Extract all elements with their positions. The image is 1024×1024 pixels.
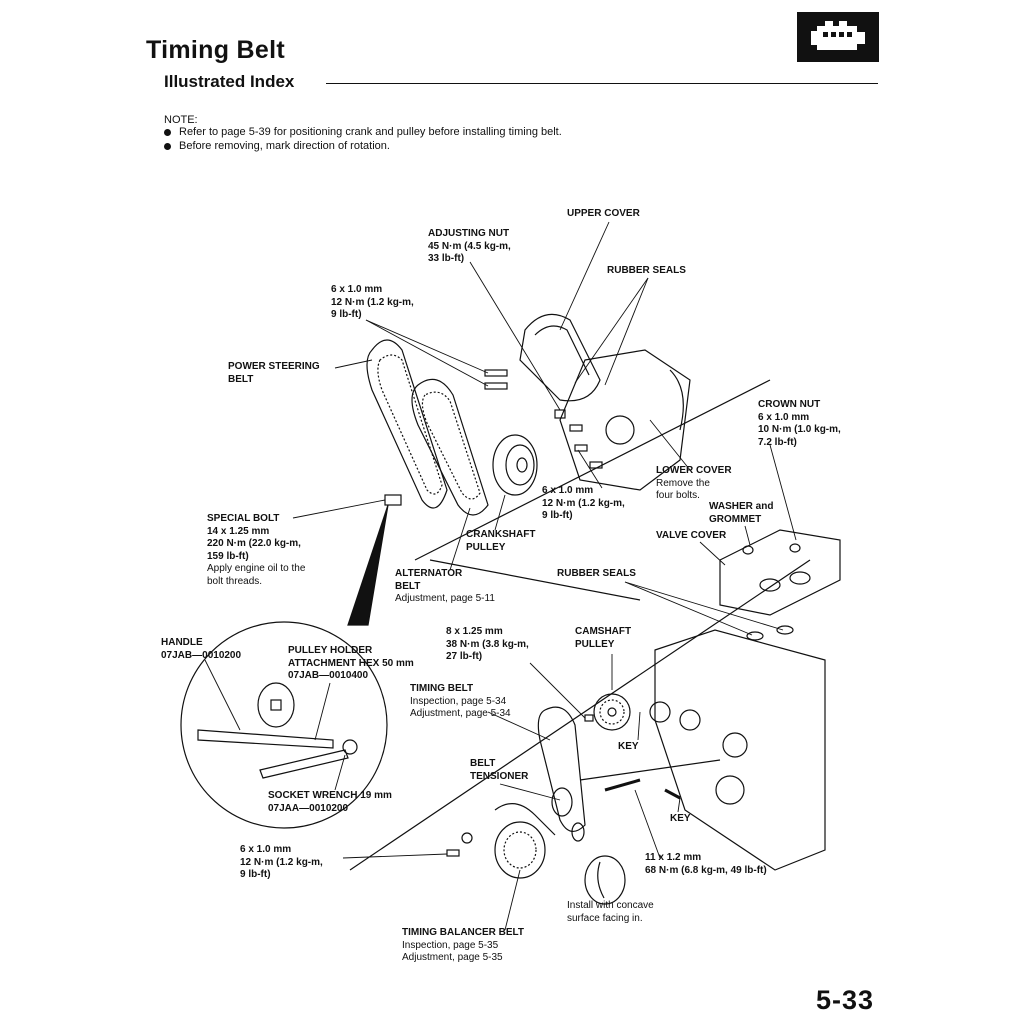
handle-tool bbox=[197, 729, 334, 749]
leader-line bbox=[314, 682, 331, 741]
leader-line bbox=[744, 525, 751, 546]
valve-cover bbox=[719, 529, 841, 616]
leader-line bbox=[624, 581, 753, 636]
concave-washer-detail bbox=[584, 855, 626, 905]
upper-cover bbox=[519, 313, 601, 402]
cover-seal-ring bbox=[605, 415, 635, 445]
note-item: Refer to page 5-39 for positioning crank… bbox=[164, 126, 562, 138]
camshaft-pulley bbox=[593, 693, 631, 731]
power-steering-belt bbox=[366, 339, 448, 509]
page-subtitle: Illustrated Index bbox=[164, 72, 295, 91]
label-rubber-seals-top: RUBBER SEALS bbox=[607, 265, 686, 276]
leader-line bbox=[499, 783, 561, 801]
pulley-holder bbox=[257, 682, 295, 728]
crankshaft-pulley bbox=[492, 434, 538, 496]
leader-line bbox=[292, 499, 386, 519]
bolt bbox=[446, 849, 460, 857]
leader-line bbox=[204, 659, 241, 731]
detail-pointer bbox=[347, 504, 389, 626]
leader-line bbox=[637, 711, 641, 741]
leader-line bbox=[529, 662, 586, 719]
leader-line bbox=[577, 449, 603, 489]
washer-grommet bbox=[742, 545, 754, 555]
timing-belt bbox=[537, 706, 586, 832]
leader-line bbox=[624, 581, 784, 631]
bullet-icon bbox=[164, 128, 171, 136]
bolt bbox=[584, 714, 594, 722]
special-bolt bbox=[384, 494, 402, 506]
crank-bolt bbox=[604, 778, 641, 792]
header-rule bbox=[326, 83, 878, 84]
leader-line bbox=[677, 797, 681, 813]
engine-block bbox=[654, 629, 826, 871]
rubber-seal bbox=[746, 631, 764, 641]
bolt bbox=[484, 382, 508, 390]
label-valve-cover: VALVE COVER bbox=[656, 530, 727, 541]
lower-cover bbox=[559, 349, 691, 491]
leader-line bbox=[604, 277, 649, 386]
timing-balancer-belt bbox=[494, 821, 546, 879]
bolt bbox=[484, 369, 508, 377]
leader-line bbox=[449, 507, 471, 571]
leader-line bbox=[504, 869, 521, 931]
bullet-icon bbox=[164, 142, 171, 150]
engine-icon bbox=[811, 21, 865, 50]
label-key-1: KEY bbox=[618, 741, 639, 752]
leader-line bbox=[365, 319, 489, 374]
leader-line bbox=[699, 541, 726, 566]
leader-line bbox=[634, 789, 661, 859]
alternator-belt bbox=[411, 378, 489, 516]
guide-line bbox=[349, 559, 811, 871]
belt-tensioner bbox=[551, 787, 573, 817]
socket-wrench bbox=[259, 749, 349, 779]
leader-line bbox=[494, 494, 506, 531]
label-rubber-seals-mid: RUBBER SEALS bbox=[557, 568, 636, 579]
guide-line bbox=[579, 759, 721, 781]
page-title: Timing Belt bbox=[146, 36, 285, 64]
page-number: 5-33 bbox=[816, 985, 875, 1015]
note-heading: NOTE: bbox=[164, 114, 198, 126]
section-badge bbox=[797, 12, 879, 62]
leader-line bbox=[769, 444, 797, 541]
note-item: Before removing, mark direction of rotat… bbox=[164, 140, 390, 152]
leader-line bbox=[649, 419, 691, 471]
special-tool-detail bbox=[180, 621, 388, 829]
leader-line bbox=[334, 754, 346, 791]
leader-line bbox=[334, 359, 373, 369]
washer bbox=[461, 832, 473, 844]
leader-line bbox=[487, 711, 551, 741]
label-upper-cover: UPPER COVER bbox=[567, 208, 640, 219]
leader-line bbox=[365, 319, 489, 387]
leader-line bbox=[469, 261, 561, 411]
label-key-2: KEY bbox=[670, 813, 691, 824]
leader-line bbox=[559, 221, 610, 331]
guide-line bbox=[414, 379, 771, 561]
key bbox=[664, 788, 681, 800]
guide-line bbox=[429, 559, 641, 601]
leader-line bbox=[342, 853, 448, 859]
leader-line bbox=[574, 277, 649, 384]
